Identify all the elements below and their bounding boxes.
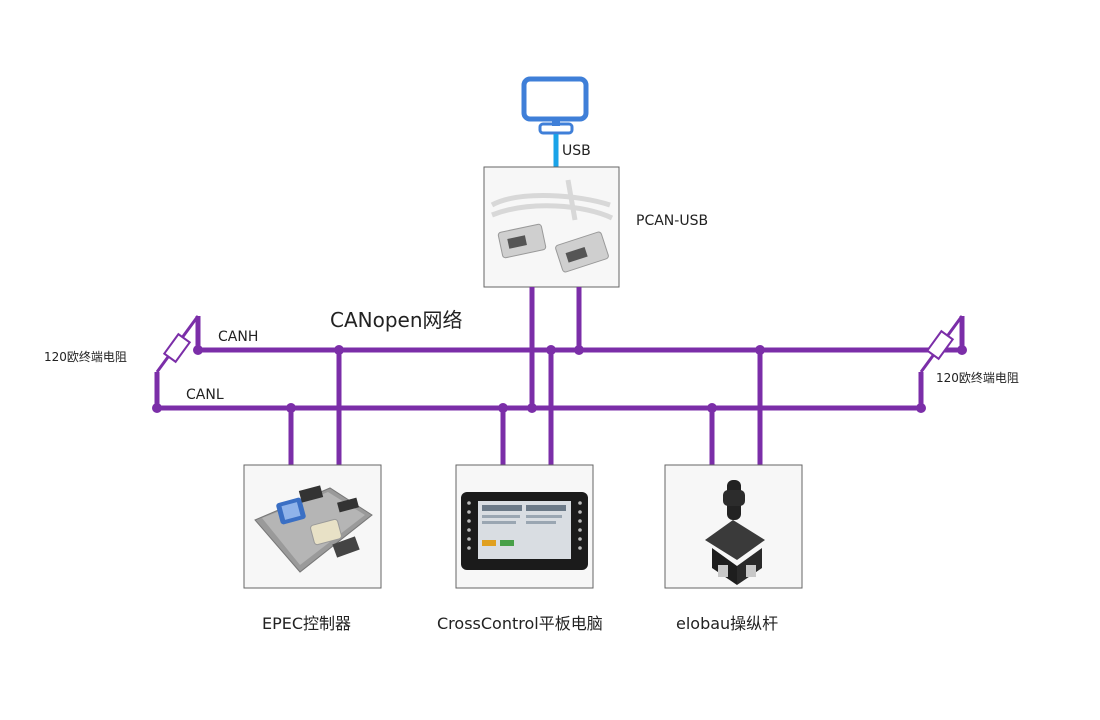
pcan-usb-adapter <box>483 166 620 288</box>
junction-dots <box>152 345 967 413</box>
epec-controller-label: EPEC控制器 <box>262 614 352 633</box>
pcan-usb-label: PCAN-USB <box>636 213 708 229</box>
computer-icon <box>521 76 589 135</box>
canh-label: CANH <box>218 329 258 345</box>
crosscontrol-tablet-device <box>455 464 594 589</box>
canl-label: CANL <box>186 387 224 403</box>
elobau-joystick-device <box>664 464 803 589</box>
left-terminator-resistor <box>155 315 200 373</box>
bus-lines <box>154 287 965 465</box>
epec-controller-device <box>243 464 382 589</box>
usb-label: USB <box>562 143 591 159</box>
elobau-joystick-label: elobau操纵杆 <box>676 614 779 633</box>
right-terminator-resistor <box>919 315 964 373</box>
crosscontrol-tablet-label: CrossControl平板电脑 <box>437 614 603 633</box>
left-terminator-label: 120欧终端电阻 <box>44 349 127 364</box>
right-terminator-label: 120欧终端电阻 <box>936 370 1019 385</box>
network-title: CANopen网络 <box>330 308 463 332</box>
